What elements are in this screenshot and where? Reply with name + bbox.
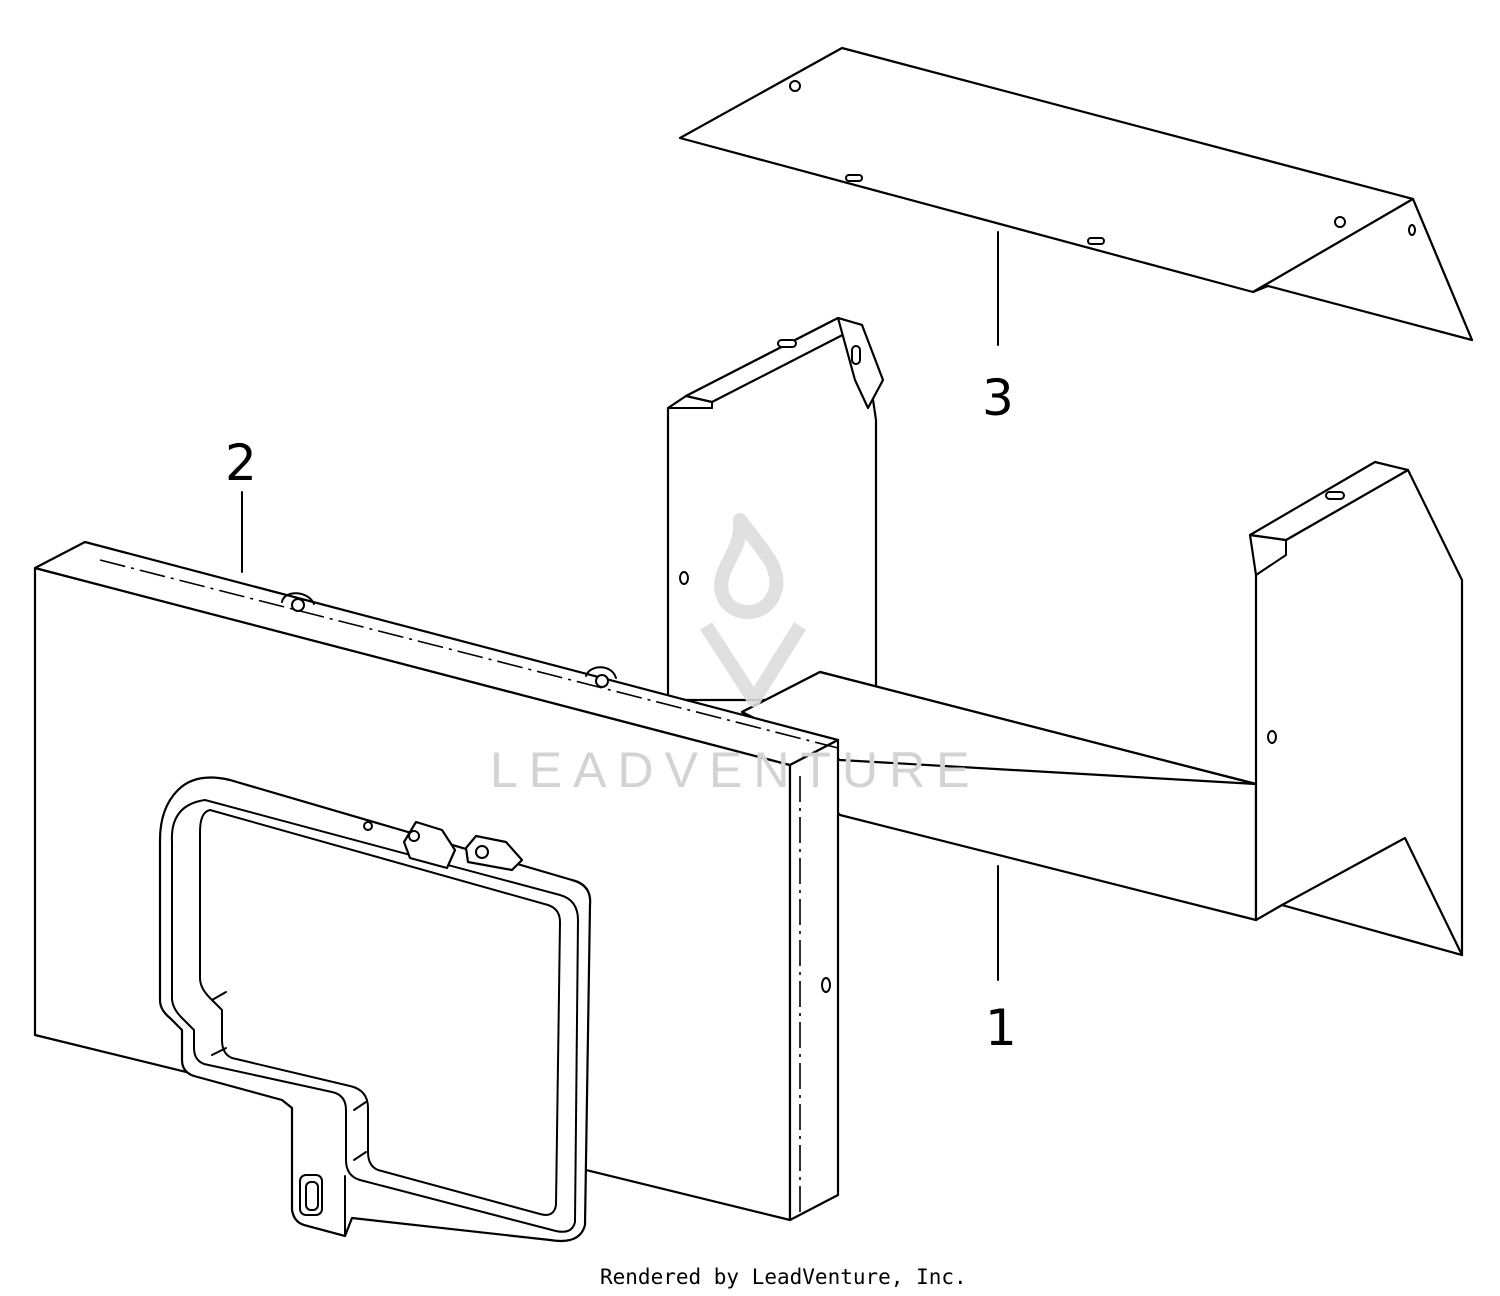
mounting-hole [1408,224,1416,236]
mounting-slot [777,339,797,348]
mounting-hole [679,571,689,585]
part-3-top-cover[interactable] [678,46,1474,342]
mounting-hole [475,845,489,859]
part-1-housing[interactable] [666,316,1464,957]
callout-3[interactable]: 3 [982,369,1014,427]
watermark-text: LEADVENTURE [490,742,981,798]
mounting-slot [1087,237,1105,245]
mounting-slot [1325,491,1345,500]
callout-1[interactable]: 1 [985,999,1017,1057]
grille-tab-slot [305,1181,319,1211]
mounting-hole [408,830,420,842]
mounting-hole [789,80,801,92]
mounting-hole [595,674,609,688]
grille-frame [158,776,592,1243]
mounting-hole [291,598,305,612]
mounting-slot [851,345,861,365]
mounting-hole [1267,730,1277,744]
flame-v-logo-icon [700,513,806,707]
mounting-hole [821,977,831,993]
mounting-hole [363,821,373,831]
mounting-hole [1334,216,1346,228]
part-2-front-cover[interactable] [33,540,840,1243]
mounting-slot [845,174,863,182]
callout-2[interactable]: 2 [225,434,257,492]
footer-credit: Rendered by LeadVenture, Inc. [600,1265,967,1289]
